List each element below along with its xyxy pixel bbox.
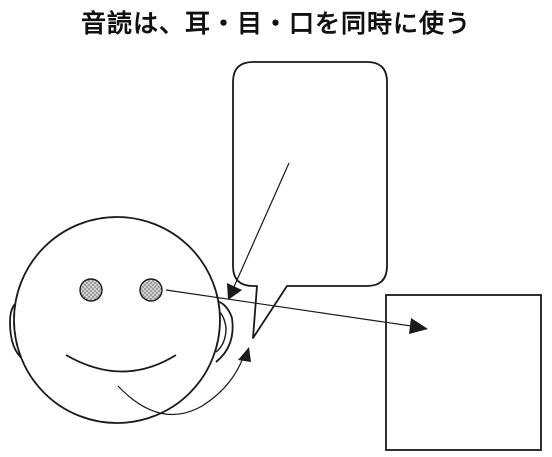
bubble-to-ear-arrowhead	[227, 283, 242, 300]
eye-to-text-arrow-line	[165, 289, 419, 328]
mouth-to-ear-arrowhead	[238, 347, 251, 362]
speech-bubble	[232, 61, 388, 339]
text-box	[385, 294, 542, 451]
left-eye	[79, 278, 103, 302]
right-eye	[139, 278, 163, 302]
bubble-to-ear-arrow-line	[232, 162, 290, 290]
diagram-title: 音読は、耳・目・口を同時に使う	[80, 9, 471, 38]
eye-to-text-arrowhead	[409, 318, 428, 334]
mouth	[65, 354, 177, 373]
face	[13, 216, 221, 424]
mouth-to-ear-arrow-curve	[117, 357, 244, 416]
